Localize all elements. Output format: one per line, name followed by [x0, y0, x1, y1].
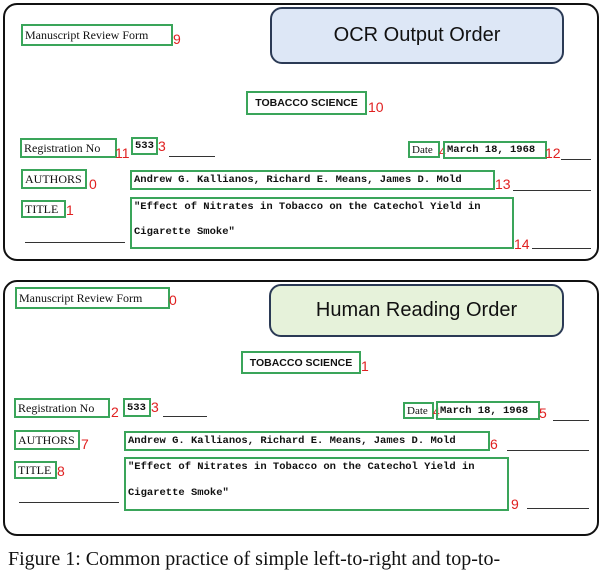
form-rule — [532, 248, 591, 249]
order-number: 12 — [545, 145, 561, 161]
form-rule — [527, 508, 589, 509]
authors-label-box: AUTHORS — [14, 430, 80, 450]
order-number: 1 — [361, 358, 369, 374]
form-rule — [513, 190, 591, 191]
date-label-box: Date — [408, 141, 440, 158]
title-label-box: TITLE — [14, 461, 57, 479]
form-rule — [507, 450, 589, 451]
registration-value-box: 533 — [123, 398, 151, 417]
title-value-box: "Effect of Nitrates in Tobacco on the Ca… — [130, 197, 514, 249]
authors-value-box: Andrew G. Kallianos, Richard E. Means, J… — [130, 170, 495, 190]
date-label-box: Date — [403, 402, 434, 419]
title-line-1: "Effect of Nitrates in Tobacco on the Ca… — [134, 201, 481, 213]
manuscript-review-form-box: Manuscript Review Form — [21, 24, 173, 46]
form-rule — [169, 156, 215, 157]
order-number: 9 — [173, 31, 181, 47]
date-value-box: March 18, 1968 — [443, 141, 547, 159]
date-value-box: March 18, 1968 — [436, 401, 540, 420]
form-rule — [19, 502, 119, 503]
authors-label-box: AUTHORS — [21, 169, 87, 189]
form-rule — [163, 416, 207, 417]
order-number: 5 — [539, 405, 547, 421]
title-value-box: "Effect of Nitrates in Tobacco on the Ca… — [124, 457, 509, 511]
order-number: 10 — [368, 99, 384, 115]
journal-name-box: TOBACCO SCIENCE — [246, 91, 367, 115]
order-number: 4 — [439, 145, 446, 159]
manuscript-review-form-box: Manuscript Review Form — [15, 287, 170, 309]
order-number: 14 — [514, 236, 530, 252]
form-rule — [553, 420, 589, 421]
order-number: 3 — [158, 138, 166, 154]
registration-value-box: 533 — [131, 137, 158, 155]
title-line-1: "Effect of Nitrates in Tobacco on the Ca… — [128, 461, 475, 473]
form-rule — [561, 159, 591, 160]
order-number: 1 — [66, 202, 74, 218]
figure-caption: Figure 1: Common practice of simple left… — [8, 548, 501, 570]
registration-label-box: Registration No — [20, 138, 117, 158]
order-number: 0 — [169, 292, 177, 308]
title-line-2: Cigarette Smoke" — [128, 487, 229, 499]
order-number: 7 — [81, 436, 89, 452]
title-line-2: Cigarette Smoke" — [134, 226, 235, 238]
title-label-box: TITLE — [21, 200, 66, 218]
order-number: 11 — [115, 145, 130, 161]
ocr-order-panel: OCR Output Order Manuscript Review Form … — [3, 3, 599, 261]
form-rule — [25, 242, 125, 243]
order-number: 8 — [57, 463, 65, 479]
ocr-order-banner: OCR Output Order — [270, 7, 564, 64]
authors-value-box: Andrew G. Kallianos, Richard E. Means, J… — [124, 431, 490, 451]
journal-name-box: TOBACCO SCIENCE — [241, 351, 361, 374]
human-order-panel: Human Reading Order Manuscript Review Fo… — [3, 280, 599, 536]
order-number: 13 — [495, 176, 511, 192]
order-number: 3 — [151, 399, 159, 415]
order-number: 6 — [490, 436, 498, 452]
order-number: 9 — [511, 496, 519, 512]
registration-label-box: Registration No — [14, 398, 110, 418]
human-order-banner: Human Reading Order — [269, 284, 564, 337]
order-number: 0 — [89, 176, 97, 192]
order-number: 2 — [111, 404, 119, 420]
